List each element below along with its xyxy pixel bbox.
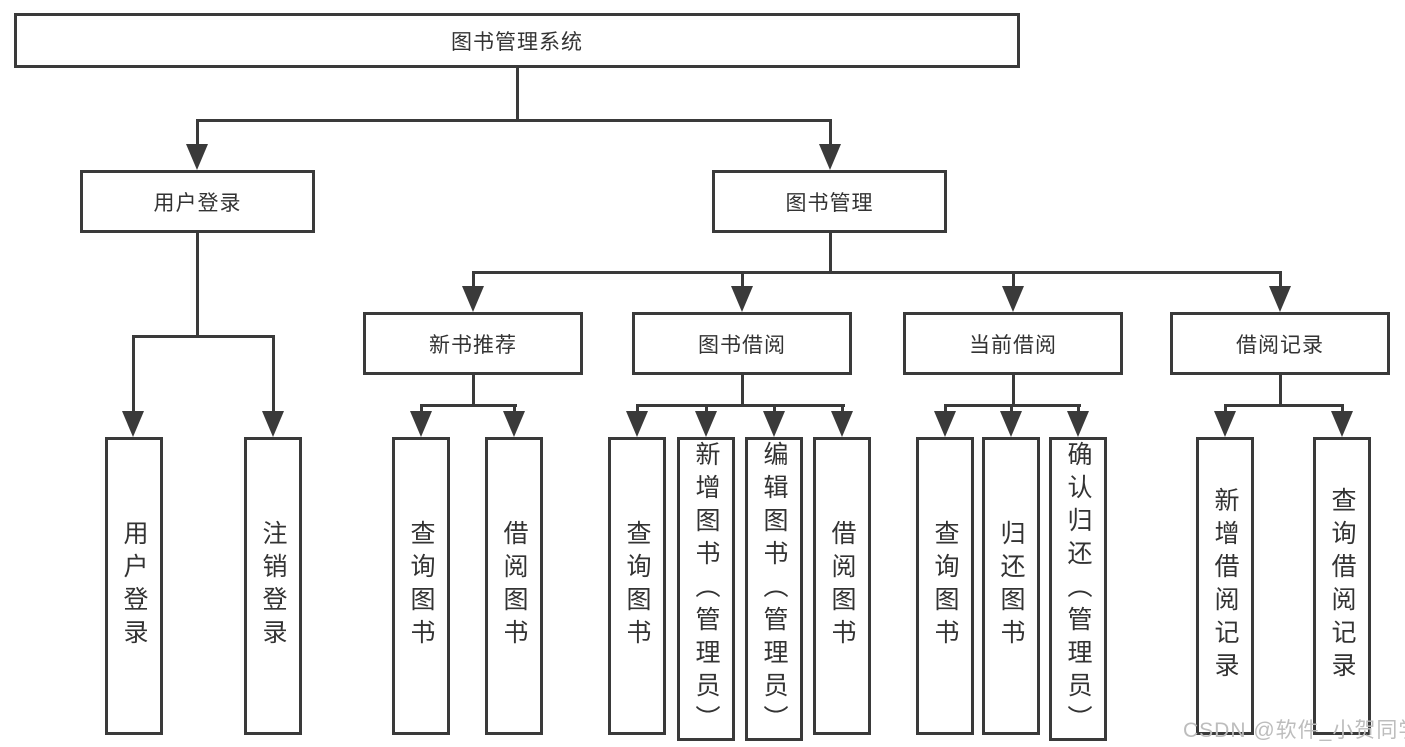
leaf-add-book-admin: 新增图书（管理员）: [677, 437, 735, 741]
connector-line: [420, 404, 423, 416]
arrow-down-icon: [831, 411, 853, 437]
leaf-query-book-3: 查询图书: [916, 437, 974, 735]
connector-line: [1279, 375, 1282, 407]
node-user-login: 用户登录: [80, 170, 315, 233]
connector-line: [516, 68, 519, 121]
leaf-edit-book-admin: 编辑图书（管理员）: [745, 437, 803, 741]
leaf-edit-book-admin-label: 编辑图书（管理员）: [760, 440, 788, 738]
leaf-query-book-2: 查询图书: [608, 437, 666, 735]
leaf-borrow-book-1-label: 借阅图书: [500, 520, 528, 652]
node-book-management-label: 图书管理: [785, 191, 874, 215]
node-user-login-label: 用户登录: [153, 191, 242, 215]
arrow-down-icon: [1331, 411, 1353, 437]
arrow-down-icon: [626, 411, 648, 437]
node-book-borrow-label: 图书借阅: [698, 333, 786, 357]
connector-line: [472, 271, 1282, 274]
leaf-query-borrow-record-label: 查询借阅记录: [1328, 487, 1356, 685]
leaf-return-book: 归还图书: [982, 437, 1040, 735]
leaf-confirm-return-admin: 确认归还（管理员）: [1049, 437, 1107, 741]
leaf-borrow-book-2: 借阅图书: [813, 437, 871, 735]
node-root-label: 图书管理系统: [451, 30, 583, 54]
connector-line: [829, 233, 832, 274]
connector-line: [1012, 375, 1015, 407]
connector-line: [1341, 404, 1344, 416]
node-current-borrow: 当前借阅: [903, 312, 1123, 375]
leaf-logout-label: 注销登录: [259, 520, 287, 652]
node-new-book-recommend-label: 新书推荐: [429, 333, 517, 357]
arrow-down-icon: [819, 144, 841, 170]
arrow-down-icon: [934, 411, 956, 437]
connector-line: [841, 404, 844, 416]
connector-line: [741, 375, 744, 407]
node-book-borrow: 图书借阅: [632, 312, 852, 375]
arrow-down-icon: [1067, 411, 1089, 437]
arrow-down-icon: [1000, 411, 1022, 437]
node-borrow-record: 借阅记录: [1170, 312, 1390, 375]
node-borrow-record-label: 借阅记录: [1236, 333, 1324, 357]
leaf-user-login: 用户登录: [105, 437, 163, 735]
arrow-down-icon: [262, 411, 284, 437]
connector-line: [272, 335, 275, 413]
arrow-down-icon: [186, 144, 208, 170]
connector-line: [1224, 404, 1227, 416]
connector-line: [829, 119, 832, 148]
connector-line: [741, 271, 744, 289]
leaf-query-book-2-label: 查询图书: [623, 520, 651, 652]
leaf-logout: 注销登录: [244, 437, 302, 735]
leaf-user-login-label: 用户登录: [120, 520, 148, 652]
connector-line: [132, 335, 135, 413]
arrow-down-icon: [462, 286, 484, 312]
connector-line: [196, 119, 832, 122]
connector-line: [1010, 404, 1013, 416]
connector-line: [472, 271, 475, 289]
connector-line: [636, 404, 639, 416]
leaf-confirm-return-admin-label: 确认归还（管理员）: [1064, 440, 1092, 738]
arrow-down-icon: [695, 411, 717, 437]
leaf-borrow-book-1: 借阅图书: [485, 437, 543, 735]
connector-line: [420, 404, 517, 407]
node-new-book-recommend: 新书推荐: [363, 312, 583, 375]
connector-line: [1077, 404, 1080, 416]
connector-line: [513, 404, 516, 416]
leaf-add-borrow-record-label: 新增借阅记录: [1211, 487, 1239, 685]
connector-line: [636, 404, 845, 407]
leaf-borrow-book-2-label: 借阅图书: [828, 520, 856, 652]
connector-line: [1279, 271, 1282, 289]
node-current-borrow-label: 当前借阅: [969, 333, 1057, 357]
arrow-down-icon: [731, 286, 753, 312]
connector-line: [472, 375, 475, 407]
arrow-down-icon: [763, 411, 785, 437]
connector-line: [705, 404, 708, 416]
arrow-down-icon: [1214, 411, 1236, 437]
connector-line: [196, 119, 199, 148]
connector-line: [1012, 271, 1015, 289]
node-book-management: 图书管理: [712, 170, 947, 233]
connector-line: [773, 404, 776, 416]
arrow-down-icon: [122, 411, 144, 437]
leaf-add-borrow-record: 新增借阅记录: [1196, 437, 1254, 735]
arrow-down-icon: [410, 411, 432, 437]
leaf-query-book-3-label: 查询图书: [931, 520, 959, 652]
connector-line: [944, 404, 947, 416]
leaf-return-book-label: 归还图书: [997, 520, 1025, 652]
connector-line: [196, 233, 199, 337]
connector-line: [132, 335, 275, 338]
node-root: 图书管理系统: [14, 13, 1020, 68]
arrow-down-icon: [1269, 286, 1291, 312]
csdn-watermark: CSDN @软件_小贺同学: [1183, 719, 1405, 742]
leaf-query-book-1: 查询图书: [392, 437, 450, 735]
leaf-query-borrow-record: 查询借阅记录: [1313, 437, 1371, 735]
arrow-down-icon: [1002, 286, 1024, 312]
connector-line: [1224, 404, 1344, 407]
leaf-add-book-admin-label: 新增图书（管理员）: [692, 440, 720, 738]
leaf-query-book-1-label: 查询图书: [407, 520, 435, 652]
arrow-down-icon: [503, 411, 525, 437]
